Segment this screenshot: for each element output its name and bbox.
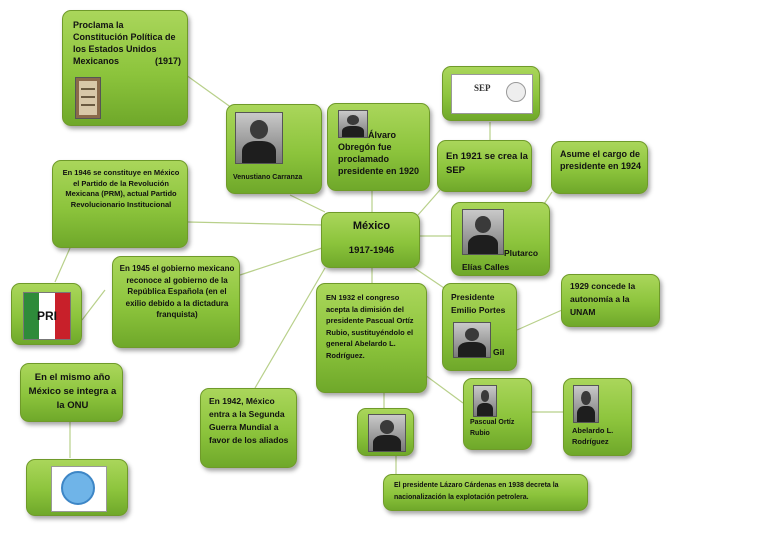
- onu-text: En el mismo año México se integra a la O…: [28, 372, 117, 411]
- congreso-text: EN 1932 el congreso acepta la dimisión d…: [326, 293, 414, 360]
- carranza-label: Venustiano Carranza: [233, 174, 303, 181]
- node-asume-cargo-1924: Asume el cargo de presidente en 1924: [551, 141, 648, 194]
- pri-logo-image: PRI: [23, 292, 71, 340]
- constitucion-year: (1917): [155, 56, 182, 66]
- node-constitucion-1917: Proclama la Constitución Política de los…: [62, 10, 188, 126]
- obregon-text: Álvaro Obregón fue proclamado presidente…: [338, 130, 420, 176]
- abelardo-text: Abelardo L. Rodríguez: [572, 426, 614, 446]
- node-sep-logo: SEP: [442, 66, 540, 121]
- node-unam-1929: 1929 concede la autonomía a la UNAM: [561, 274, 660, 327]
- sep-text: En 1921 se crea la SEP: [446, 151, 528, 176]
- pri-logo-text: PRI: [36, 309, 57, 323]
- cardenas-text: El presidente Lázaro Cárdenas en 1938 de…: [394, 482, 559, 501]
- node-onu: En el mismo año México se integra a la O…: [20, 363, 123, 422]
- node-cardenas-photo: [357, 408, 414, 456]
- asume-cargo-text: Asume el cargo de presidente en 1924: [560, 149, 642, 171]
- calles-last-name: Elías Calles: [462, 262, 510, 272]
- center-years: 1917-1946: [348, 245, 395, 256]
- node-mexico-center: México 1917-1946: [321, 212, 420, 268]
- node-obregon: Álvaro Obregón fue proclamado presidente…: [327, 103, 430, 191]
- node-congreso-1932: EN 1932 el congreso acepta la dimisión d…: [316, 283, 427, 393]
- center-title: México: [352, 220, 391, 232]
- carranza-portrait: [235, 112, 283, 164]
- constitucion-line-1: Proclama la: [73, 20, 124, 30]
- constitucion-line-2: Constitución Política de: [73, 32, 176, 42]
- node-abelardo-rodriguez: Abelardo L. Rodríguez: [563, 378, 632, 456]
- node-gobierno-1945: En 1945 el gobierno mexicano reconoce al…: [112, 256, 240, 348]
- constitucion-line-3: los Estados Unidos: [73, 44, 157, 54]
- constitucion-line-4: Mexicanos: [73, 56, 120, 66]
- node-pri-logo: PRI: [11, 283, 82, 345]
- globe-icon: [61, 471, 95, 505]
- unam-text: 1929 concede la autonomía a la UNAM: [570, 281, 636, 317]
- node-calles: Plutarco Elías Calles: [451, 202, 550, 276]
- node-cardenas-1938: El presidente Lázaro Cárdenas en 1938 de…: [383, 474, 588, 511]
- constitution-document-image: [75, 77, 101, 119]
- sep-logo-image: SEP: [451, 74, 533, 114]
- portes-last-name: Gil: [493, 347, 505, 357]
- node-prm-1946: En 1946 se constituye en México el Parti…: [52, 160, 188, 248]
- node-onu-logo: [26, 459, 128, 516]
- node-carranza: Venustiano Carranza: [226, 104, 322, 194]
- prm-text: En 1946 se constituye en México el Parti…: [62, 168, 180, 209]
- obregon-portrait: [338, 110, 368, 138]
- cardenas-portrait: [368, 414, 406, 452]
- sep-seal-icon: [506, 82, 526, 102]
- node-guerra-1942: En 1942, México entra a la Segunda Guerr…: [200, 388, 297, 468]
- ortiz-rubio-portrait: [473, 385, 497, 417]
- ortiz-text: Pascual Ortíz Rubio: [470, 419, 515, 437]
- portes-gil-portrait: [453, 322, 491, 358]
- node-sep-1921: En 1921 se crea la SEP: [437, 140, 532, 192]
- onu-logo-image: [51, 466, 107, 512]
- guerra-text: En 1942, México entra a la Segunda Guerr…: [209, 396, 289, 445]
- node-portes-gil: Presidente Emilio Portes Gil: [442, 283, 517, 371]
- sep-logo-text: SEP: [474, 83, 491, 93]
- calles-portrait: [462, 209, 504, 255]
- abelardo-portrait: [573, 385, 599, 423]
- portes-first-name: Presidente Emilio Portes: [451, 292, 506, 315]
- node-ortiz-rubio: Pascual Ortíz Rubio: [463, 378, 532, 450]
- gobierno-1945-text: En 1945 el gobierno mexicano reconoce al…: [119, 264, 235, 319]
- calles-first-name: Plutarco: [504, 248, 539, 258]
